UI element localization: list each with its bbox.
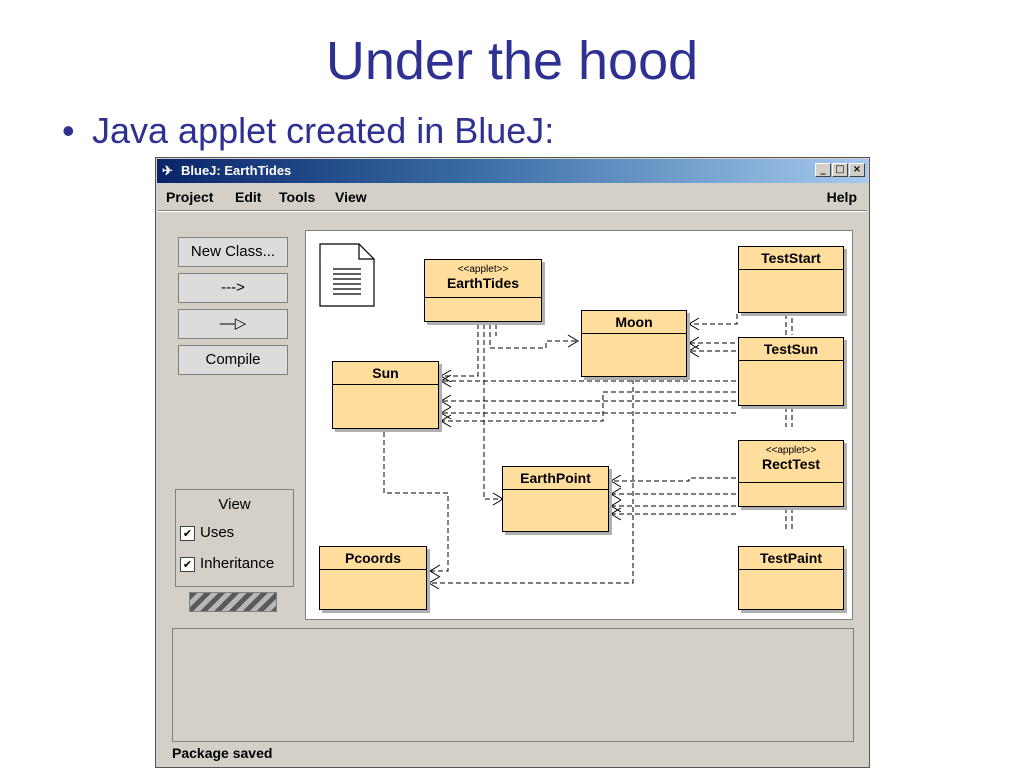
compile-button[interactable]: Compile: [178, 345, 288, 375]
minimize-button[interactable]: _: [815, 163, 831, 177]
class-earthtides-name: EarthTides: [446, 275, 520, 291]
inheritance-checkbox-row[interactable]: ✔ Inheritance: [180, 555, 274, 572]
menu-bar: Project Edit Tools View Help: [157, 184, 868, 208]
new-class-button[interactable]: New Class...: [178, 237, 288, 267]
message-pane: [172, 628, 854, 742]
class-testpaint-name: TestPaint: [739, 547, 843, 570]
class-testpaint[interactable]: TestPaint: [738, 546, 844, 610]
document-icon[interactable]: [319, 243, 375, 307]
menu-project[interactable]: Project: [166, 189, 214, 205]
uses-arrow-button[interactable]: --->: [178, 273, 288, 303]
class-testsun[interactable]: TestSun: [738, 337, 844, 406]
class-sun-name: Sun: [333, 362, 438, 385]
class-moon[interactable]: Moon: [581, 310, 687, 377]
class-pcoords-name: Pcoords: [320, 547, 426, 570]
uses-checkbox-row[interactable]: ✔ Uses: [180, 524, 234, 541]
class-recttest-header: <<applet>> RectTest: [739, 441, 843, 483]
slide-title: Under the hood: [325, 31, 699, 91]
inheritance-arrow-button[interactable]: —▷: [178, 309, 288, 339]
close-button[interactable]: ×: [849, 163, 865, 177]
dependency-arrows: [383, 314, 793, 590]
menu-help[interactable]: Help: [826, 189, 857, 205]
uses-checkbox[interactable]: ✔: [180, 525, 195, 541]
class-earthtides[interactable]: <<applet>> EarthTides: [424, 259, 542, 322]
bluej-window: ✈ BlueJ: EarthTides _ □ × Project Edit T…: [155, 157, 870, 768]
checkmark-icon: ✔: [182, 557, 193, 571]
view-panel: View ✔ Uses ✔ Inheritance: [175, 489, 294, 587]
class-earthpoint-name: EarthPoint: [503, 467, 608, 490]
class-pcoords[interactable]: Pcoords: [319, 546, 427, 610]
class-earthtides-stereotype: <<applet>>: [457, 264, 509, 275]
bullet-text: Java applet created in BlueJ:: [92, 110, 555, 151]
class-earthtides-header: <<applet>> EarthTides: [425, 260, 541, 298]
activity-indicator: [189, 592, 277, 612]
class-recttest-name: RectTest: [761, 456, 821, 472]
window-titlebar[interactable]: ✈ BlueJ: EarthTides _ □ ×: [157, 159, 868, 183]
view-panel-title: View: [218, 496, 251, 513]
checkmark-icon: ✔: [182, 526, 193, 540]
window-title: BlueJ: EarthTides: [181, 163, 292, 178]
class-diagram-canvas[interactable]: <<applet>> EarthTides Moon Sun EarthPoin…: [305, 230, 853, 620]
bullet-dot: •: [62, 110, 75, 151]
inheritance-checkbox[interactable]: ✔: [180, 556, 195, 572]
bluej-bird-icon: ✈: [162, 163, 173, 178]
class-moon-name: Moon: [582, 311, 686, 334]
uses-label: Uses: [200, 524, 235, 541]
slide-bullet: • Java applet created in BlueJ:: [62, 110, 554, 152]
menu-tools[interactable]: Tools: [279, 189, 316, 205]
menu-view[interactable]: View: [335, 189, 367, 205]
class-teststart-name: TestStart: [739, 247, 843, 270]
class-teststart[interactable]: TestStart: [738, 246, 844, 313]
inheritance-label: Inheritance: [200, 555, 275, 572]
maximize-button[interactable]: □: [832, 163, 848, 177]
status-bar-text: Package saved: [172, 745, 273, 761]
class-sun[interactable]: Sun: [332, 361, 439, 429]
menu-edit[interactable]: Edit: [235, 189, 262, 205]
class-earthpoint[interactable]: EarthPoint: [502, 466, 609, 532]
menu-divider: [158, 210, 867, 212]
class-recttest-stereotype: <<applet>>: [765, 445, 817, 456]
class-testsun-name: TestSun: [739, 338, 843, 361]
class-recttest[interactable]: <<applet>> RectTest: [738, 440, 844, 507]
